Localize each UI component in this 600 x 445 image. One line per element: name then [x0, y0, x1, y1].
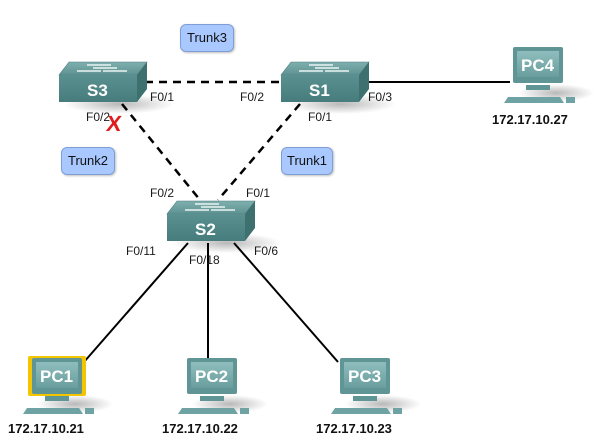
link-s3-s2-trunk2[interactable]: [121, 103, 201, 201]
link-s2-pc3[interactable]: [233, 242, 339, 363]
pc1-ip: 172.17.10.21: [8, 421, 84, 436]
port-s3-f0-1: F0/1: [150, 90, 174, 104]
port-s2-f0-1: F0/1: [246, 186, 270, 200]
switch-label: S3: [87, 81, 108, 100]
switch-s1[interactable]: S1: [280, 61, 396, 114]
pc-label: PC1: [40, 367, 73, 386]
links: [83, 80, 510, 363]
trunk1-label: Trunk1: [281, 147, 333, 175]
pc3-ip: 172.17.10.23: [316, 421, 392, 436]
port-s1-f0-1: F0/1: [308, 110, 332, 124]
switch-arrows-icon: [299, 64, 349, 72]
port-s2-f0-18: F0/18: [189, 253, 220, 267]
switch-s3[interactable]: S3: [58, 61, 174, 114]
port-s3-f0-2: F0/2: [86, 110, 110, 124]
pc-label: PC3: [348, 367, 381, 386]
pc-label: PC4: [521, 56, 555, 75]
switch-arrows-icon: [77, 64, 127, 72]
pc-pc3[interactable]: PC3: [331, 358, 421, 414]
port-s2-f0-11: F0/11: [126, 244, 156, 258]
pc-pc1[interactable]: PC1: [23, 356, 113, 414]
port-s1-f0-2: F0/2: [240, 90, 264, 104]
port-s1-f0-3: F0/3: [368, 90, 392, 104]
link-s2-pc1[interactable]: [83, 242, 189, 363]
trunk3-label: Trunk3: [180, 24, 234, 52]
port-s2-f0-2: F0/2: [150, 186, 174, 200]
pc-label: PC2: [195, 367, 228, 386]
switch-arrows-icon: [185, 203, 235, 211]
pc-pc2[interactable]: PC2: [178, 358, 268, 414]
port-s2-f0-6: F0/6: [254, 244, 278, 258]
blocked-port-x-icon: X: [105, 111, 123, 136]
pc2-ip: 172.17.10.22: [162, 421, 238, 436]
link-s1-s2-trunk1[interactable]: [217, 103, 301, 201]
pc-pc4[interactable]: PC4: [504, 47, 594, 103]
switch-label: S1: [309, 81, 330, 100]
pc4-ip: 172.17.10.27: [492, 112, 568, 127]
switch-label: S2: [195, 220, 216, 239]
trunk2-label: Trunk2: [61, 147, 115, 175]
switch-s2[interactable]: S2: [166, 200, 282, 253]
